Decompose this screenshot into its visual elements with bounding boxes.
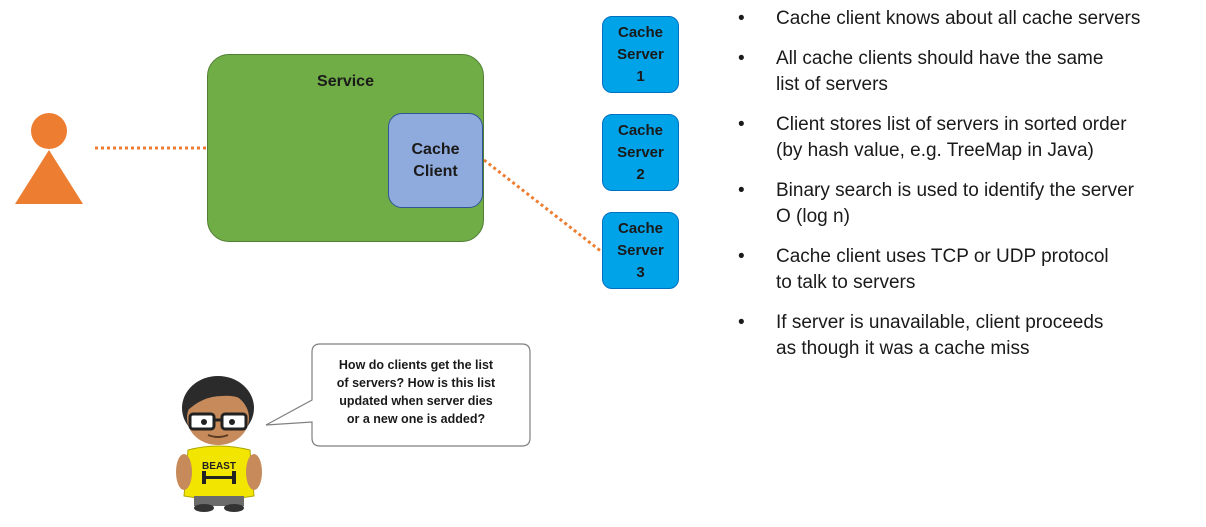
bullet-text: If server is unavailable, client proceed… xyxy=(776,312,1104,359)
service-label: Service xyxy=(317,73,374,90)
bullet-marker: • xyxy=(738,8,745,29)
bullet-item: • Cache client uses TCP or UDP protocol … xyxy=(738,244,1200,296)
bullet-item: • All cache clients should have the same… xyxy=(738,46,1200,98)
cartoon-character-icon: BEAST xyxy=(176,376,262,512)
bullet-text: Binary search is used to identify the se… xyxy=(776,180,1135,227)
cache-server-2: Cache Server 2 xyxy=(602,114,679,191)
bullet-text: All cache clients should have the same l… xyxy=(776,48,1104,95)
bullet-text: Cache client uses TCP or UDP protocol to… xyxy=(776,246,1109,293)
bullet-marker: • xyxy=(738,312,745,333)
bullet-item: • Cache client knows about all cache ser… xyxy=(738,6,1200,32)
bullet-text: Cache client knows about all cache serve… xyxy=(776,8,1141,29)
bullet-marker: • xyxy=(738,246,745,267)
shirt-text: BEAST xyxy=(202,461,236,472)
person-head-icon xyxy=(31,113,67,149)
client-server-connector xyxy=(483,158,603,254)
cache-server-1: Cache Server 1 xyxy=(602,16,679,93)
bullet-marker: • xyxy=(738,48,745,69)
person-body-icon xyxy=(15,150,83,204)
bullet-item: • Binary search is used to identify the … xyxy=(738,178,1200,230)
bullet-marker: • xyxy=(738,114,745,135)
cache-client-box: Cache Client xyxy=(388,113,483,208)
bullet-marker: • xyxy=(738,180,745,201)
speech-bubble xyxy=(265,343,531,447)
bullet-item: • Client stores list of servers in sorte… xyxy=(738,112,1200,164)
cache-server-3: Cache Server 3 xyxy=(602,212,679,289)
speech-bubble-text: How do clients get the list of servers? … xyxy=(336,358,496,426)
bullet-text: Client stores list of servers in sorted … xyxy=(776,114,1127,161)
bullet-item: • If server is unavailable, client proce… xyxy=(738,310,1200,362)
notes-bullet-list: • Cache client knows about all cache ser… xyxy=(738,6,1200,376)
